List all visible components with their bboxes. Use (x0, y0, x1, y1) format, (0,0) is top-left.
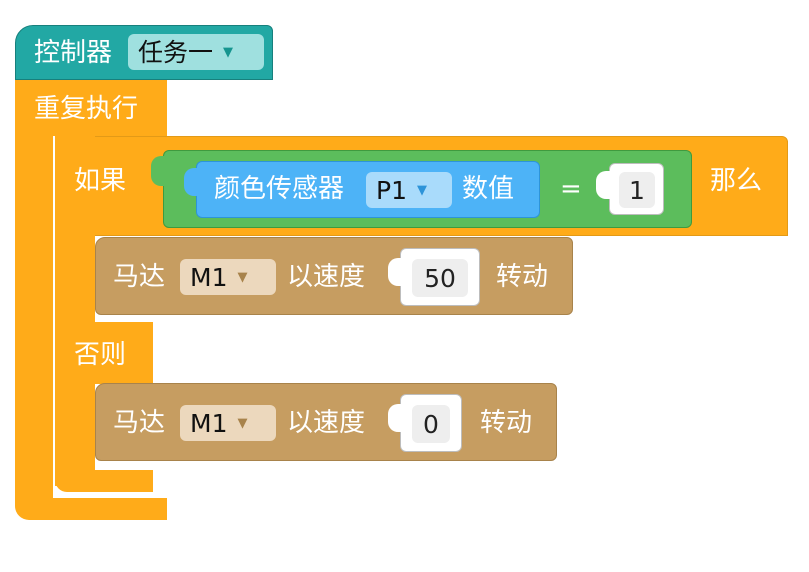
motor-block-else[interactable] (95, 383, 557, 461)
controller-label: 控制器 (34, 38, 113, 68)
loop-footer (15, 498, 167, 520)
motor-else-action: 转动 (480, 408, 533, 438)
compare-value-input[interactable]: 1 (619, 172, 655, 208)
motor-else-label: 马达 (113, 408, 166, 438)
task-dropdown-value: 任务一 (138, 37, 214, 67)
if-else-left-arm (55, 136, 95, 486)
color-sensor-label: 颜色传感器 (214, 174, 345, 204)
port-dropdown[interactable]: P1 ▼ (366, 172, 452, 208)
loop-label: 重复执行 (34, 94, 139, 124)
else-bar (55, 322, 153, 384)
motor-then-speed-label: 以速度 (287, 262, 366, 292)
motor-else-dropdown-value: M1 (190, 408, 228, 438)
motor-else-speed-label: 以速度 (287, 408, 366, 438)
else-label: 否则 (74, 340, 127, 370)
triangle-down-icon: ▼ (237, 269, 248, 285)
motor-then-label: 马达 (113, 262, 166, 292)
motor-else-dropdown[interactable]: M1 ▼ (180, 405, 276, 441)
controller-block[interactable]: 控制器 任务一 ▼ (15, 25, 273, 80)
value-label: 数值 (462, 174, 515, 204)
triangle-down-icon: ▼ (237, 415, 248, 431)
if-else-footer (55, 470, 153, 492)
sensor-tab (184, 168, 198, 196)
then-label: 那么 (710, 166, 763, 196)
equals-operator: = (560, 174, 582, 204)
motor-then-action: 转动 (496, 262, 549, 292)
motor-else-speed-tab (388, 404, 402, 432)
motor-then-speed-input[interactable]: 50 (412, 259, 468, 297)
task-dropdown[interactable]: 任务一 ▼ (128, 34, 264, 70)
triangle-down-icon: ▼ (416, 182, 427, 198)
motor-then-speed-tab (388, 258, 402, 286)
triangle-down-icon: ▼ (223, 44, 234, 60)
compare-tab (151, 156, 165, 186)
motor-else-speed-input[interactable]: 0 (412, 405, 450, 443)
loop-left-arm (15, 80, 53, 500)
port-dropdown-value: P1 (376, 175, 407, 205)
motor-block-then[interactable] (95, 237, 573, 315)
motor-then-dropdown-value: M1 (190, 262, 228, 292)
compare-value-tab (596, 171, 610, 199)
motor-then-dropdown[interactable]: M1 ▼ (180, 259, 276, 295)
if-label: 如果 (74, 166, 127, 196)
